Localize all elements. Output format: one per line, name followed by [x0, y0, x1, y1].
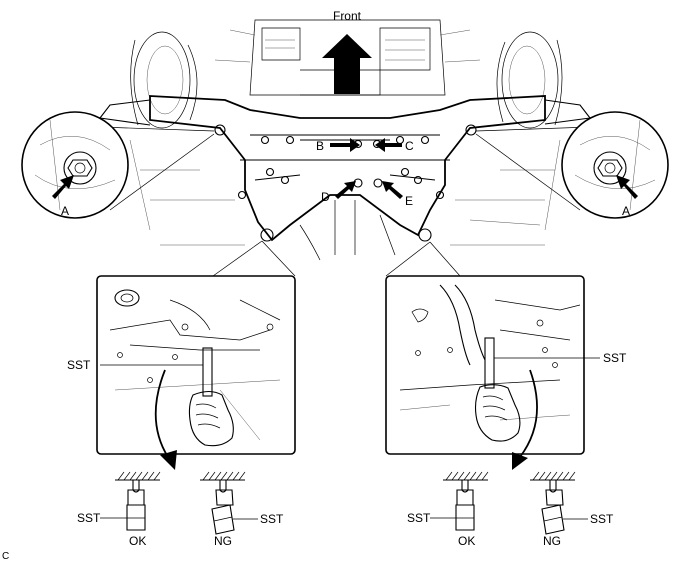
- ng-illustration-left: SST NG: [200, 471, 284, 548]
- ok-illustration-left: SST OK: [77, 471, 161, 548]
- arrow-d: D: [321, 181, 356, 204]
- label-e: E: [405, 194, 413, 208]
- underbody-drawing: [98, 19, 592, 261]
- detail-circle-right: A: [475, 111, 669, 219]
- ng-illustration-right: SST NG: [530, 471, 614, 548]
- label-b: B: [316, 139, 324, 153]
- ok-label-right: OK: [458, 534, 475, 548]
- detail-panel-left: SST: [67, 240, 296, 470]
- ok-label-left: OK: [129, 534, 146, 548]
- front-label: Front: [333, 9, 362, 23]
- sst-label-ng-right: SST: [590, 512, 614, 526]
- front-arrow: Front: [322, 9, 372, 94]
- label-a-right: A: [622, 204, 630, 218]
- figure-code: C: [2, 551, 9, 562]
- label-c: C: [405, 139, 414, 153]
- sst-label-ok-left: SST: [77, 511, 101, 525]
- label-a-left: A: [61, 204, 69, 218]
- ng-label-right: NG: [543, 534, 561, 548]
- sst-label-right-panel: SST: [603, 351, 627, 365]
- sst-label-ok-right: SST: [407, 511, 431, 525]
- arrow-e: E: [382, 181, 413, 208]
- sst-label-ng-left: SST: [260, 512, 284, 526]
- label-d: D: [321, 190, 330, 204]
- detail-panel-right: SST: [385, 241, 627, 470]
- detail-circle-left: A: [21, 111, 215, 219]
- ng-label-left: NG: [214, 534, 232, 548]
- sst-label-left-panel: SST: [67, 358, 91, 372]
- ok-illustration-right: SST OK: [407, 471, 489, 548]
- arrow-b: B: [316, 138, 360, 153]
- arrow-c: C: [375, 138, 414, 153]
